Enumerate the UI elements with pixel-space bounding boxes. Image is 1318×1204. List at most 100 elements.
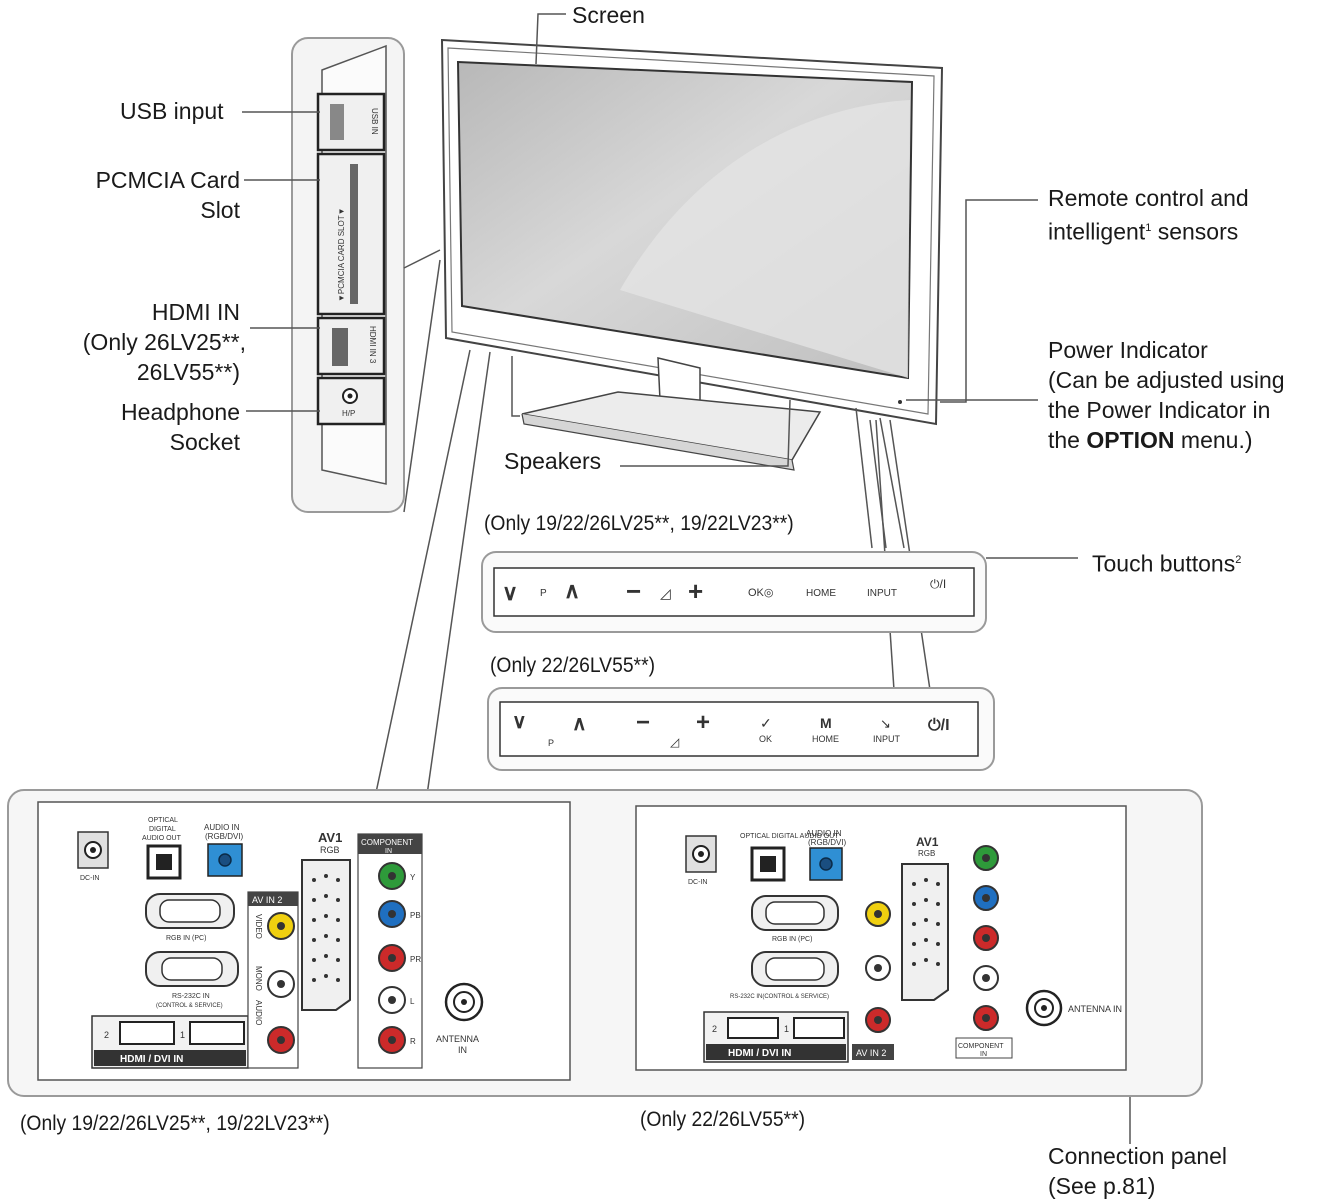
touch-buttons-text: Touch buttons xyxy=(1092,550,1236,577)
pl-hdmi-1-label: 1 xyxy=(180,1030,185,1040)
pl-comp-pb-label: PB xyxy=(410,911,421,920)
pl-av1-label: AV1 xyxy=(318,830,342,845)
panel-right: DC-IN OPTICAL DIGITAL AUDIO OUT AUDIO IN… xyxy=(635,805,1127,1071)
touch-top-caption: (Only 19/22/26LV25**, 19/22LV23**) xyxy=(484,512,794,535)
pl-av2-mono-label: MONO xyxy=(254,966,263,991)
hdmi-port-label: HDMI IN 3 xyxy=(368,326,377,364)
leader-lines xyxy=(242,13,1131,1144)
tbb-minus-icon: − xyxy=(636,709,650,736)
hdmi-port-box xyxy=(316,316,386,376)
tbb-plus-icon: + xyxy=(696,709,710,736)
pl-hdmi-dvi-label: HDMI / DVI IN xyxy=(120,1054,183,1065)
touch-bar-top: ∨ P ∧ − ◿ + OK◎ HOME INPUT ⏻/I xyxy=(481,551,987,633)
pl-comp-y-label: Y xyxy=(410,873,416,882)
tbb-input-icon: ↘ xyxy=(880,716,891,731)
tv-set xyxy=(440,38,944,471)
headphone-label-line1: Headphone xyxy=(121,399,240,425)
pr-av1-label: AV1 xyxy=(916,835,939,849)
pl-rs232-l2: (CONTROL & SERVICE) xyxy=(156,1003,223,1009)
hdmi-in-label-line3: 26LV55**) xyxy=(136,359,240,385)
usb-input-label: USB input xyxy=(120,98,224,124)
tbt-volume-icon: ◿ xyxy=(660,585,671,601)
pl-rgb-in-label: RGB IN (PC) xyxy=(166,935,206,942)
power-indicator-label-line4: the OPTION menu.) xyxy=(1048,425,1253,455)
pr-rs232-label: RS-232C IN(CONTROL & SERVICE) xyxy=(730,994,829,1000)
pl-optical-l1: OPTICAL xyxy=(148,817,178,824)
pr-hdmi-dvi-label: HDMI / DVI IN xyxy=(728,1048,791,1059)
tbt-down-icon: ∨ xyxy=(502,580,518,605)
tbt-ok-label: OK◎ xyxy=(748,587,774,599)
hdmi-in-label-line2: (Only 26LV25**, xyxy=(82,329,246,355)
tbt-up-icon: ∧ xyxy=(564,578,580,603)
pr-rgb-in-label: RGB IN (PC) xyxy=(772,936,812,943)
pl-hdmi-2-label: 2 xyxy=(104,1030,109,1040)
pl-optical-l3: AUDIO OUT xyxy=(142,835,182,842)
connection-panel-label-line1: Connection panel xyxy=(1048,1143,1228,1169)
pl-antenna-label: ANTENNA xyxy=(436,1034,479,1044)
usb-port-label: USB IN xyxy=(370,108,379,135)
screen-label: Screen xyxy=(572,2,645,28)
pr-optical-label: OPTICAL DIGITAL AUDIO OUT xyxy=(740,833,839,840)
power-indicator-text-a: the xyxy=(1048,427,1087,453)
pr-audio-in-l1: AUDIO IN xyxy=(806,829,842,838)
pcmcia-slot-label: ▼PCMCIA CARD SLOT▼ xyxy=(337,207,346,302)
pr-component-label: COMPONENT xyxy=(958,1043,1004,1050)
panel-left-caption: (Only 19/22/26LV25**, 19/22LV23**) xyxy=(20,1112,330,1135)
pl-component-label: COMPONENT xyxy=(361,838,413,847)
pr-dc-in-label: DC-IN xyxy=(688,879,707,886)
pr-component-in-label: IN xyxy=(980,1051,987,1058)
touch-buttons-label: Touch buttons2 xyxy=(1092,545,1241,579)
power-indicator-label-line1: Power Indicator xyxy=(1048,337,1208,363)
tbt-p-label: P xyxy=(540,588,547,599)
pr-optical-port xyxy=(750,846,786,882)
pl-comp-pr-label: PR xyxy=(410,955,421,964)
panel-left: DC-IN OPTICAL DIGITAL AUDIO OUT AUDIO IN… xyxy=(37,801,571,1081)
remote-sensor-footnote: 1 xyxy=(1145,222,1152,234)
tbb-p-label: P xyxy=(548,738,554,748)
tbb-down-icon: ∨ xyxy=(512,711,527,733)
pcmcia-label-line2: Slot xyxy=(200,197,240,223)
pr-av1-sub-label: RGB xyxy=(918,849,935,858)
tbb-input-label: INPUT xyxy=(873,734,901,744)
pl-audio-in-l1: AUDIO IN xyxy=(204,823,240,832)
pr-antenna-label: ANTENNA IN xyxy=(1068,1004,1122,1014)
hdmi-in-label-line1: HDMI IN xyxy=(151,299,240,325)
power-indicator-label-line2: (Can be adjusted using xyxy=(1048,367,1285,393)
pl-av1-sub-label: RGB xyxy=(320,845,340,855)
side-panel: USB IN ▼PCMCIA CARD SLOT▼ HDMI IN 3 H/P xyxy=(291,37,405,513)
power-indicator-label-line3: the Power Indicator in xyxy=(1048,397,1271,423)
pr-scart-port xyxy=(901,863,949,1001)
pr-audio-in-l2: (RGB/DVI) xyxy=(808,838,847,847)
tbb-up-icon: ∧ xyxy=(572,713,587,735)
pl-optical-l2: DIGITAL xyxy=(149,826,176,833)
pl-av2-video-label: VIDEO xyxy=(254,914,263,939)
pl-rs232-l1: RS-232C IN xyxy=(172,993,210,1000)
pr-hdmi-1-label: 1 xyxy=(784,1024,789,1034)
touch-bottom-caption: (Only 22/26LV55**) xyxy=(490,654,656,677)
tbb-home-icon: M xyxy=(820,715,832,731)
usb-port-box xyxy=(316,92,386,152)
remote-sensor-text-b: sensors xyxy=(1151,218,1239,245)
tbt-power-icon: ⏻/I xyxy=(930,577,946,591)
tbt-plus-icon: + xyxy=(688,576,703,606)
connection-panel-label-line2: (See p.81) xyxy=(1048,1173,1156,1199)
pcmcia-label-line1: PCMCIA Card xyxy=(95,167,240,193)
pl-av2-audio-label: AUDIO xyxy=(254,1000,263,1025)
pl-audio-in-l2: (RGB/DVI) xyxy=(205,832,244,841)
tbb-ok-icon: ✓ xyxy=(760,715,772,731)
touch-bar-bottom: ∨ P ∧ − ◿ + ✓ OK M HOME ↘ INPUT ⏻/I xyxy=(487,687,995,771)
remote-sensor-label-line1: Remote control and xyxy=(1048,185,1249,211)
tv-stand-base xyxy=(521,391,822,461)
pl-av-in-2-label: AV IN 2 xyxy=(252,895,282,905)
tbb-power-icon: ⏻/I xyxy=(928,717,950,734)
tbb-home-label: HOME xyxy=(812,734,839,744)
power-indicator-text-b: menu.) xyxy=(1174,427,1253,453)
remote-sensor-label-line2: intelligent1 sensors xyxy=(1048,213,1238,247)
speakers-label: Speakers xyxy=(504,448,602,474)
touch-buttons-footnote: 2 xyxy=(1235,554,1242,566)
headphone-port-label: H/P xyxy=(342,409,355,418)
tbt-minus-icon: − xyxy=(626,576,641,606)
pl-comp-l-label: L xyxy=(410,997,415,1006)
tbt-input-label: INPUT xyxy=(867,588,897,599)
